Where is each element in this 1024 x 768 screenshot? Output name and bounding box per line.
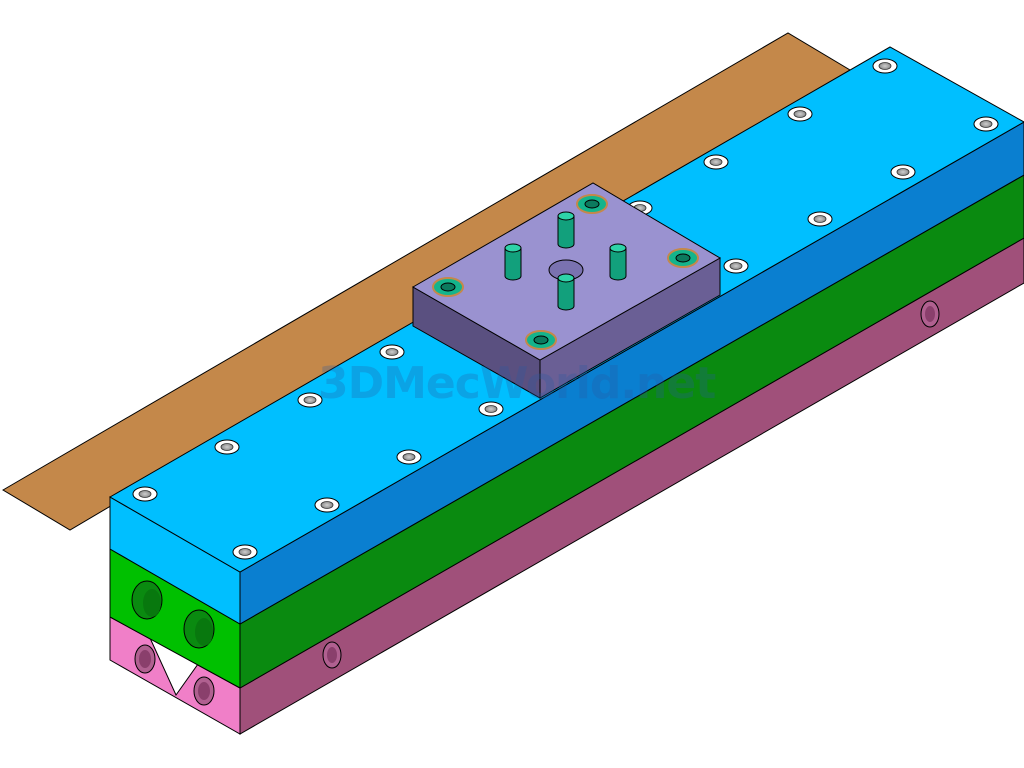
dowel-pin-icon [609, 243, 627, 281]
threaded-port-icon [322, 641, 342, 669]
socket-head-screw-icon [214, 439, 240, 455]
socket-head-screw-icon [379, 344, 405, 360]
socket-head-screw-icon [787, 106, 813, 122]
dowel-pin-group [504, 211, 627, 311]
socket-head-screw-icon [396, 449, 422, 465]
socket-head-screw-icon [872, 58, 898, 74]
socket-head-screw-icon [703, 154, 729, 170]
screw-group [132, 58, 999, 560]
threaded-port-icon [134, 644, 156, 674]
socket-head-screw-icon [890, 164, 916, 180]
socket-head-screw-icon [478, 401, 504, 417]
dowel-pin-icon [557, 273, 575, 311]
threaded-port-icon [920, 300, 940, 328]
threaded-port-icon [131, 580, 163, 620]
socket-head-screw-icon [132, 486, 158, 502]
socket-head-screw-icon [723, 258, 749, 274]
socket-head-screw-icon [667, 248, 699, 268]
socket-head-screw-icon [232, 544, 258, 560]
dowel-pin-icon [504, 243, 522, 281]
socket-head-screw-icon [314, 497, 340, 513]
socket-head-screw-icon [432, 277, 464, 297]
socket-head-screw-icon [297, 392, 323, 408]
threaded-port-icon [193, 676, 215, 706]
socket-head-screw-icon [525, 330, 557, 350]
threaded-port-icon [183, 609, 215, 649]
dowel-pin-icon [557, 211, 575, 249]
socket-head-screw-icon [576, 194, 608, 214]
socket-head-screw-icon [807, 211, 833, 227]
socket-head-screw-icon [973, 116, 999, 132]
